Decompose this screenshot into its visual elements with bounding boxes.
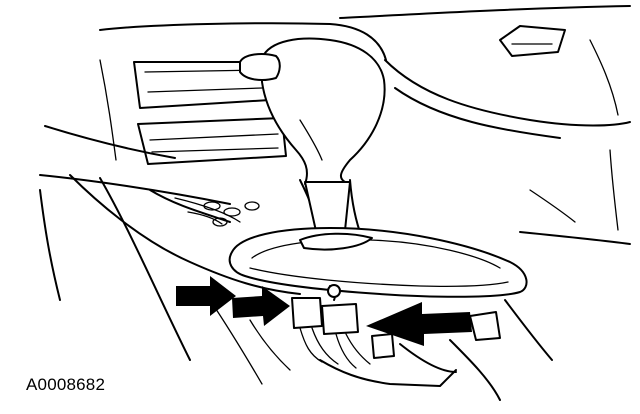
dash-vent-lower bbox=[137, 117, 287, 165]
shift-bezel bbox=[228, 227, 528, 298]
dashboard-outline bbox=[39, 5, 631, 205]
wiring-connectors bbox=[291, 284, 501, 369]
shift-lever bbox=[239, 37, 386, 241]
callout-arrow-right bbox=[366, 302, 472, 346]
console-right-side bbox=[449, 149, 631, 401]
dash-switch bbox=[499, 25, 566, 57]
console-buttons bbox=[203, 201, 260, 227]
callout-arrow-center bbox=[232, 286, 290, 326]
figure-id-label: A0008682 bbox=[26, 375, 106, 394]
callout-arrow-left bbox=[176, 276, 236, 316]
